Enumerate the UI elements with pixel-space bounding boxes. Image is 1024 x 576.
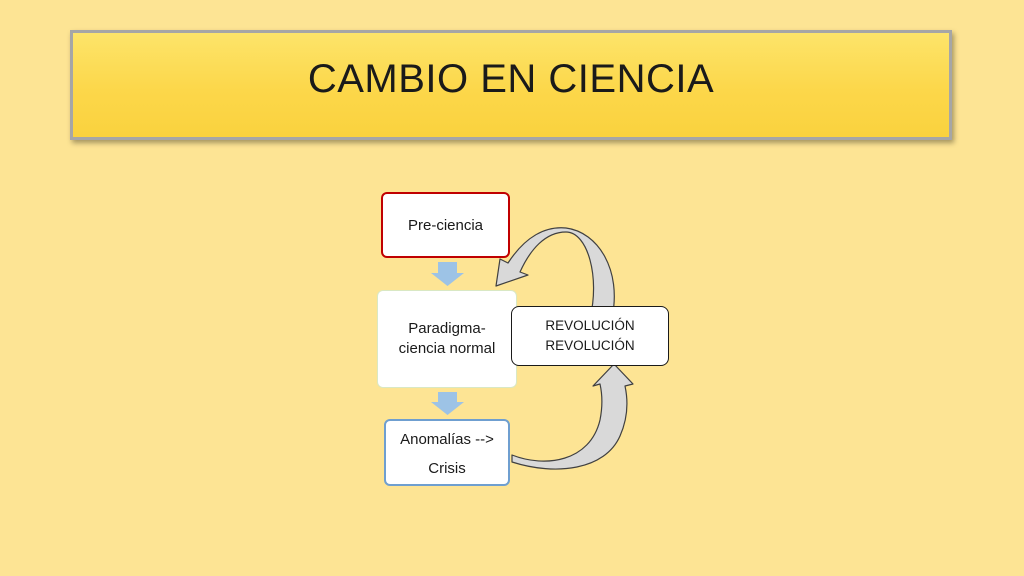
node-paradigma-label-line2: ciencia normal [398, 340, 496, 357]
node-revolucion-label-line1: REVOLUCIÓN [545, 318, 635, 333]
curved-arrow-revolucion-to-paradigma [495, 227, 615, 319]
node-anomalias-crisis: Anomalías --> Crisis [384, 419, 510, 486]
node-revolucion-label-line2: REVOLUCIÓN [545, 338, 635, 353]
node-anomalias-label-line1: Anomalías --> [400, 430, 494, 448]
node-paradigma-label-line1: Paradigma- [408, 320, 486, 337]
title-banner: CAMBIO EN CIENCIA [70, 30, 952, 140]
slide-title: CAMBIO EN CIENCIA [307, 56, 715, 101]
down-arrow-2 [431, 392, 464, 415]
node-paradigma-ciencia-normal: Paradigma- ciencia normal [377, 290, 517, 388]
curved-arrow-anomalias-to-revolucion [511, 363, 634, 470]
node-pre-ciencia: Pre-ciencia [381, 192, 510, 258]
node-revolucion: REVOLUCIÓN REVOLUCIÓN [511, 306, 669, 366]
down-arrow-1 [431, 262, 464, 286]
node-pre-ciencia-label: Pre-ciencia [407, 216, 484, 234]
node-anomalias-label-line2: Crisis [428, 459, 466, 477]
